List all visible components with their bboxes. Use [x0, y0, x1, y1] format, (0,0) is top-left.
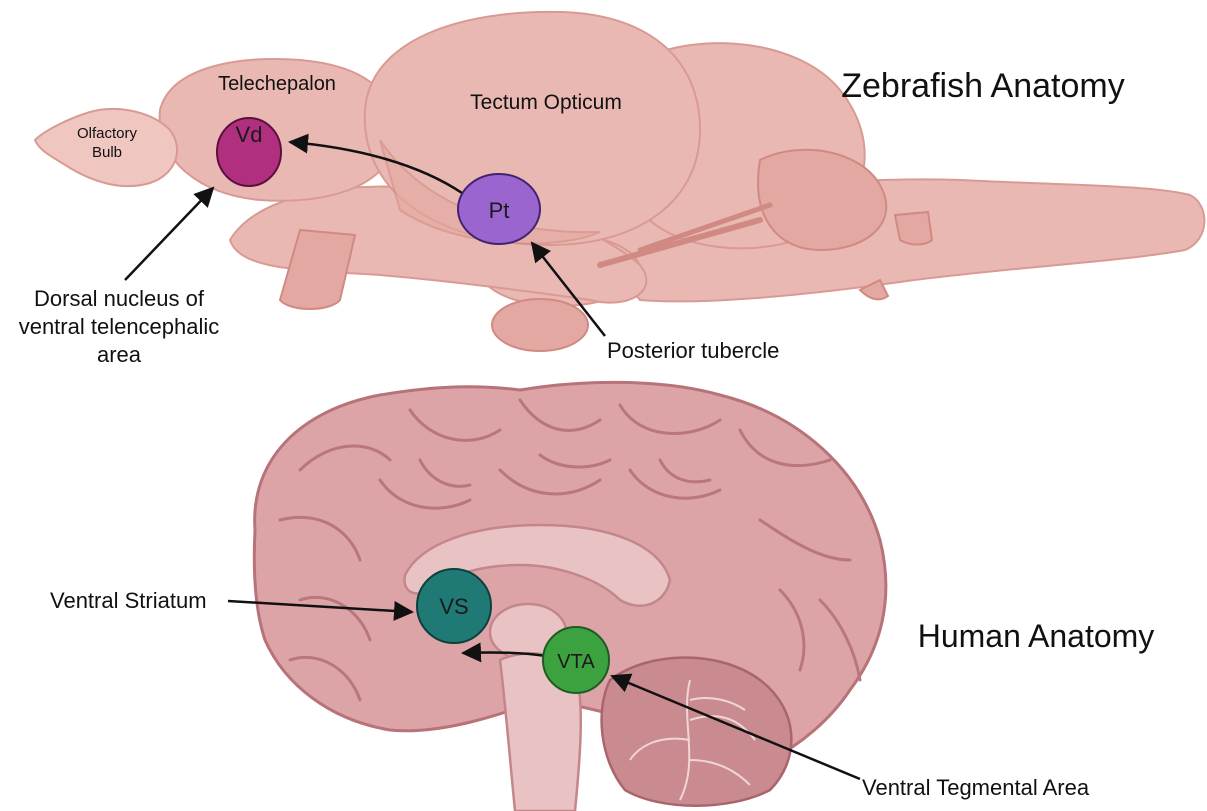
zebrafish-brain-illustration [35, 12, 1204, 351]
olfactory-bulb-label-line2: Bulb [92, 144, 122, 161]
pt-node-label: Pt [489, 198, 510, 223]
vs-callout-label: Ventral Striatum [50, 588, 207, 613]
pt-callout-label: Posterior tubercle [607, 338, 779, 363]
vd-callout-leader [125, 188, 213, 280]
vd-callout-line3: area [97, 342, 142, 367]
human-brain-illustration [254, 382, 886, 811]
olfactory-bulb-label-line1: Olfactory [77, 125, 138, 142]
telencephalon-label: Telechepalon [218, 73, 336, 95]
vta-callout-label: Ventral Tegmental Area [862, 775, 1090, 800]
vs-node-label: VS [439, 594, 468, 619]
vta-node-label: VTA [557, 651, 595, 673]
vd-node-label: Vd [236, 122, 263, 147]
zebrafish-anatomy-title: Zebrafish Anatomy [841, 67, 1124, 105]
human-anatomy-title: Human Anatomy [918, 618, 1155, 654]
tectum-opticum-label: Tectum Opticum [470, 91, 622, 114]
vd-callout-line1: Dorsal nucleus of [34, 286, 205, 311]
vd-callout-line2: ventral telencephalic [19, 314, 220, 339]
